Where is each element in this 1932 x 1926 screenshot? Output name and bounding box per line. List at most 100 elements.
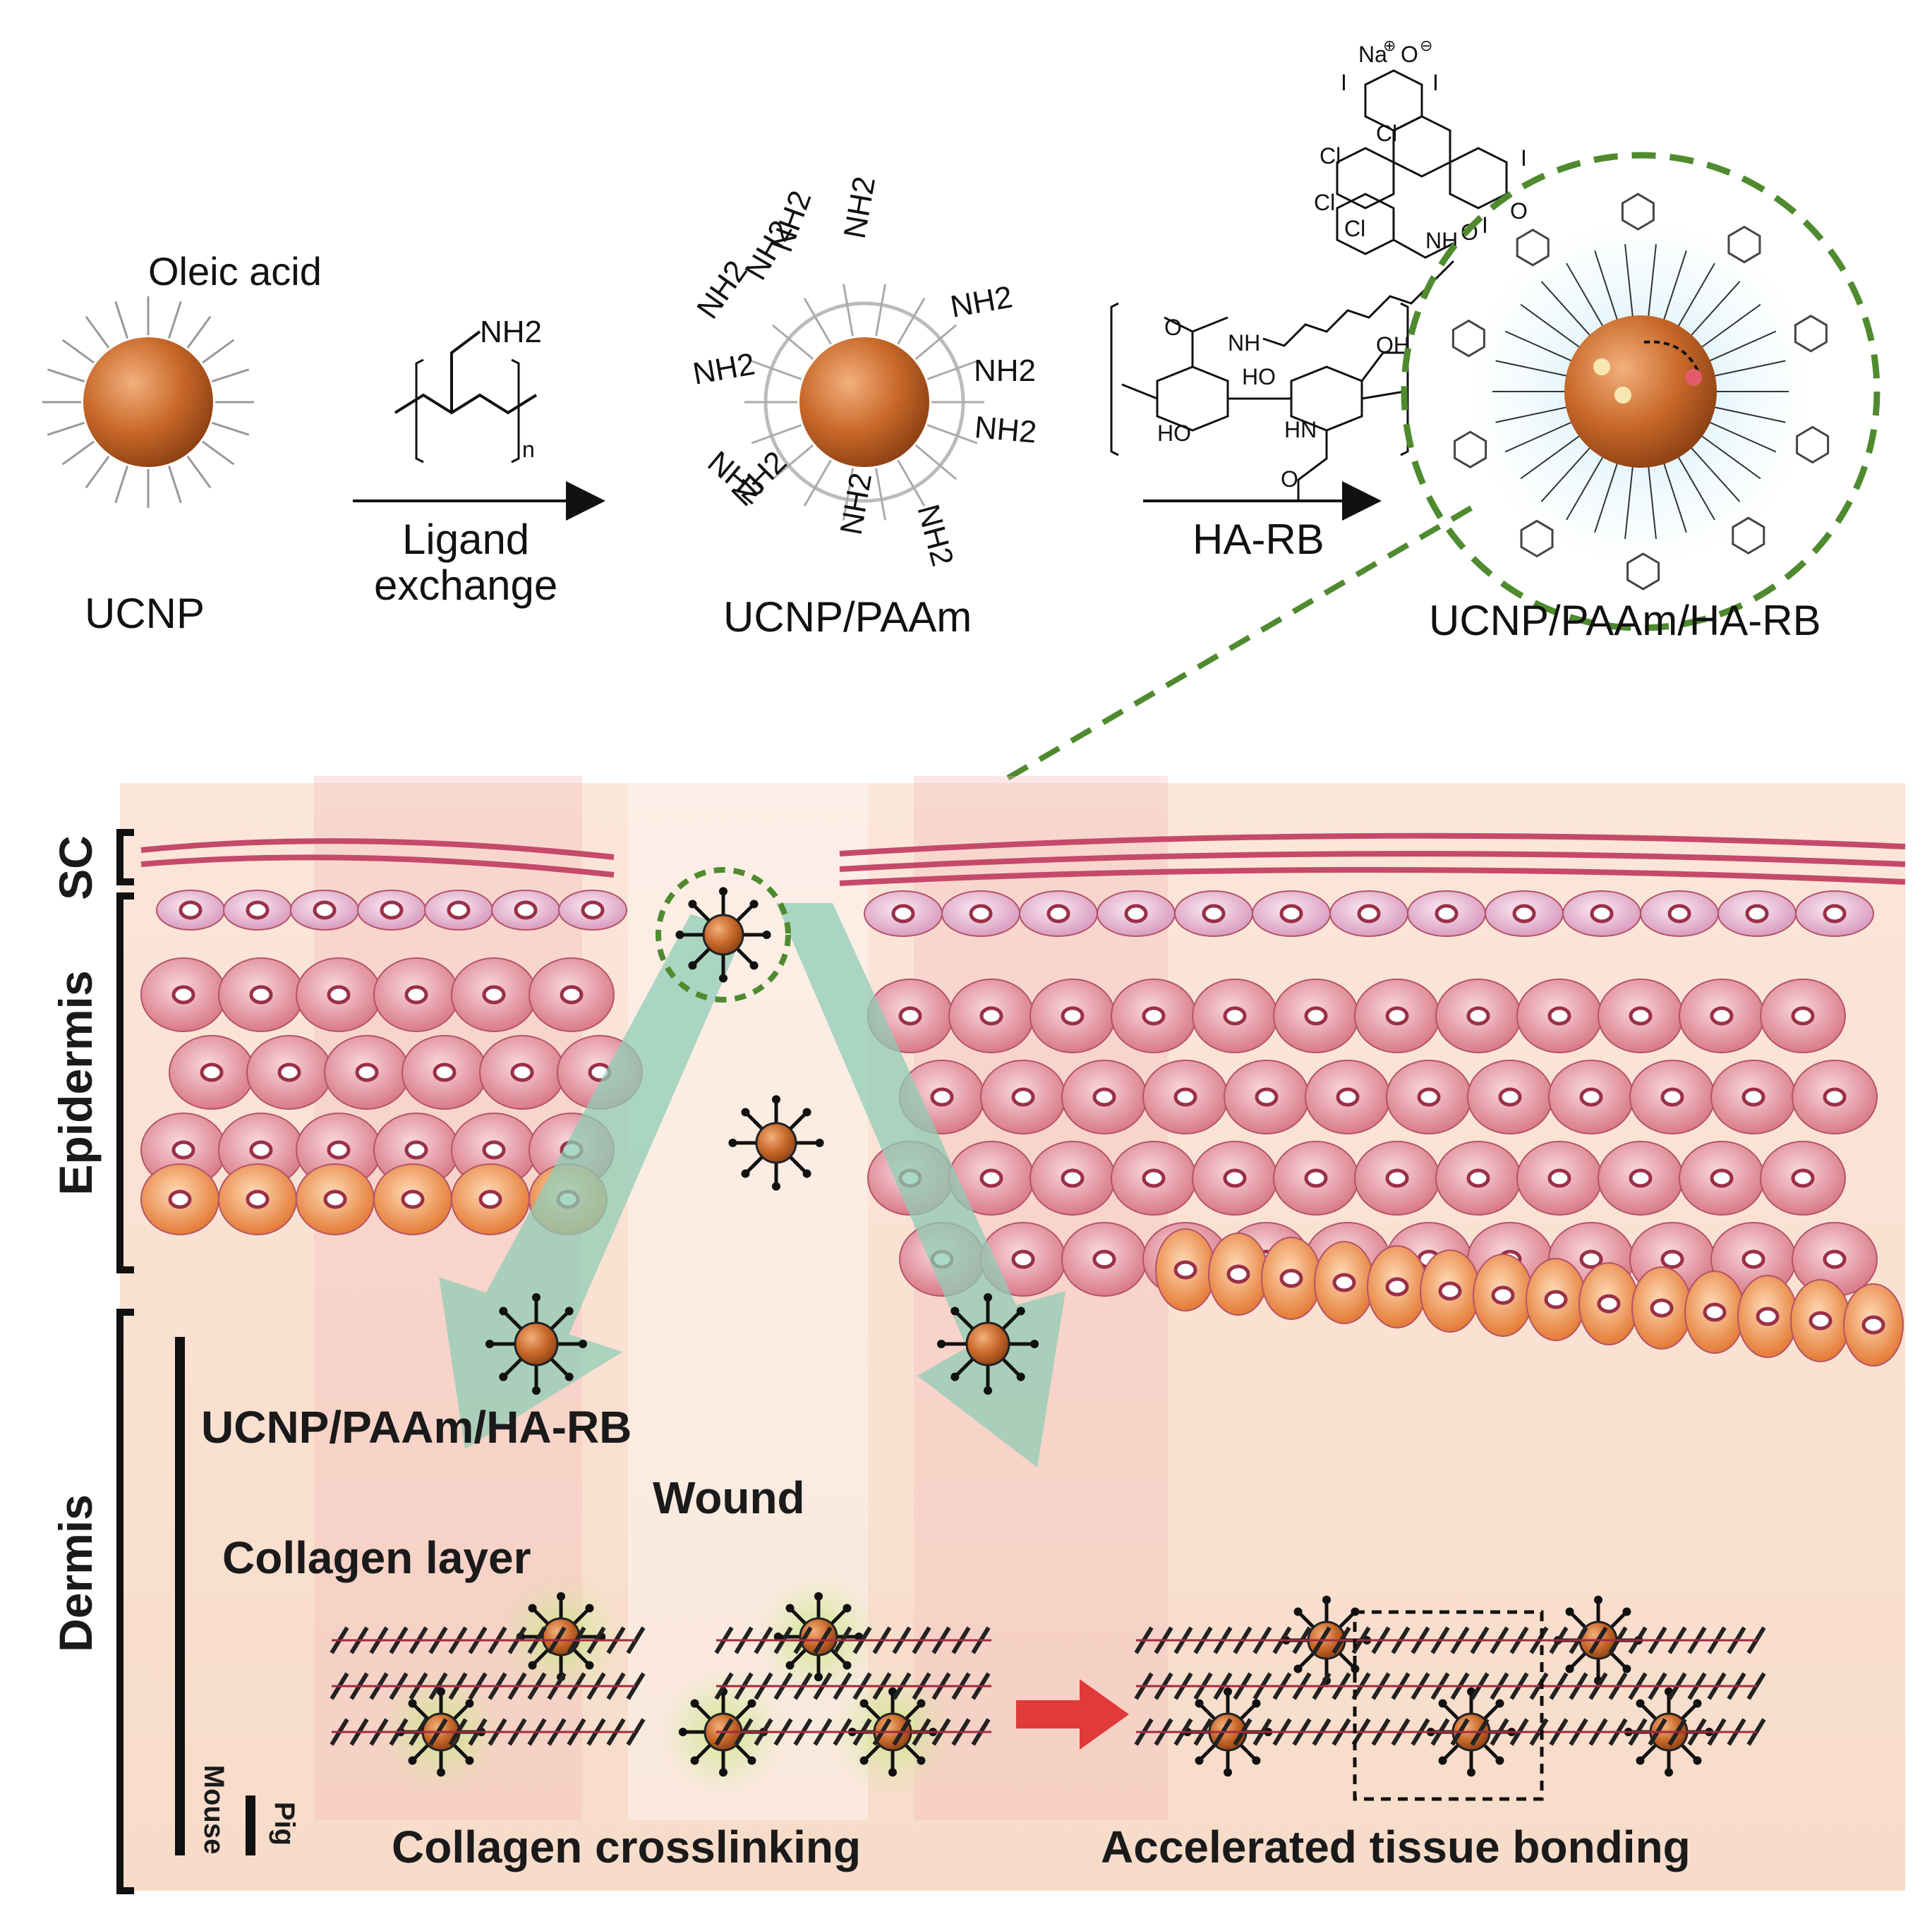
ligand-spike [904, 1703, 922, 1721]
ligand-tip [528, 1661, 537, 1670]
paam-chain [751, 360, 802, 380]
ligand-spike [789, 1156, 807, 1174]
epidermis-cells [140, 890, 1904, 1367]
ha-chain [1540, 440, 1597, 502]
cell-nucleus [1823, 1087, 1847, 1107]
synthesis-scheme: Oleic acid UCNP NH2 n Ligand exchange NH… [42, 37, 1880, 644]
cell-nucleus [1385, 1277, 1409, 1297]
particle-core [702, 914, 744, 956]
ha-chain [1673, 262, 1715, 334]
ha-o-label: O [1164, 315, 1182, 340]
collagen-crosslinking-label: Collagen crosslinking [392, 1822, 861, 1872]
ligand-tip [1195, 1699, 1204, 1708]
cell-nucleus [380, 900, 404, 920]
ucnp-paam-label: UCNP/PAAm [723, 593, 972, 641]
paam-chain [803, 459, 832, 507]
ligand-tip [1252, 1756, 1261, 1765]
ligand-tip [785, 1604, 795, 1613]
cell-nucleus [1547, 1168, 1571, 1188]
ligand-tip [1293, 1664, 1303, 1673]
cell-nucleus [510, 1062, 534, 1082]
ligand-spike [1298, 1611, 1315, 1629]
ligand-spike [692, 947, 711, 966]
cell-nucleus [401, 1189, 425, 1209]
ligand-tip [465, 1756, 474, 1765]
collagen-strand [626, 1626, 646, 1654]
paam-chain [926, 424, 978, 444]
ligand-tip [1438, 1756, 1447, 1765]
collagen-fibers [330, 1626, 1766, 1746]
cell-nucleus [898, 1006, 922, 1026]
ligand-tip [1252, 1699, 1261, 1708]
cell-nucleus [1650, 1298, 1674, 1318]
ligand-spike [1199, 1703, 1216, 1721]
collagen-strand [626, 1718, 646, 1746]
dermis-bracket [116, 1309, 134, 1894]
cell-nucleus [1011, 1087, 1035, 1107]
oleic-chain [85, 455, 110, 489]
rose-bengal-mark [1626, 552, 1660, 590]
ligand-spike [1239, 1703, 1257, 1721]
carbonyl-o-label-2: O [1510, 198, 1528, 224]
cell-nucleus [171, 1140, 195, 1160]
ligand-tip [408, 1699, 417, 1708]
ha-ho-label-2: HO [1157, 420, 1191, 446]
iodine-label-1: I [1341, 70, 1347, 95]
amine-label: NH2 [973, 410, 1038, 449]
ligand-tip [1622, 1607, 1631, 1616]
ligand-spike [1199, 1743, 1216, 1761]
rose-bengal-mark [1732, 516, 1765, 555]
ligand-tip [747, 1699, 756, 1708]
ligand-spike [452, 1743, 470, 1761]
ligand-spike [955, 1357, 974, 1377]
cell-nucleus [1061, 1168, 1085, 1188]
cell-nucleus [1667, 904, 1691, 923]
ligand-spike [1001, 1311, 1021, 1331]
ligand-spike [1338, 1652, 1356, 1669]
ha-rb-atom-labels: Na ⊕ O ⊖ I I I I Cl Cl Cl Cl NH O O NH O… [1157, 37, 1528, 492]
paam-chain [843, 284, 854, 337]
ligand-tip [749, 961, 759, 970]
ligand-tip [1351, 1664, 1360, 1673]
ligand-spike [1442, 1703, 1460, 1721]
ha-hn-label: HN [1284, 417, 1317, 442]
cell-nucleus [1124, 904, 1148, 923]
skin-wound-illustration: SC Epidermis Dermis Mouse Pig UCNP/PAAm/… [49, 776, 1906, 1894]
ha-chain [1594, 455, 1621, 533]
ligand-tip [1224, 1768, 1232, 1777]
ha-chain [1694, 430, 1761, 480]
ligand-tip [678, 1728, 687, 1736]
cell-nucleus [1823, 1249, 1847, 1269]
ha-chain [1495, 360, 1576, 379]
ligand-tip [408, 1756, 417, 1765]
ha-chain [1660, 250, 1687, 328]
ligand-tip [950, 1307, 960, 1316]
ligand-tip [499, 1372, 508, 1381]
rose-bengal-mark [1516, 229, 1550, 267]
cell-nucleus [1741, 1087, 1765, 1107]
ligand-tip [1016, 1307, 1025, 1316]
ligand-tip [1636, 1699, 1645, 1708]
cell-nucleus [1544, 1290, 1568, 1309]
cell-nucleus [1741, 1249, 1765, 1269]
ligand-spike [572, 1608, 590, 1625]
oleic-chain [186, 455, 212, 489]
bonding-dashed-box [1353, 1610, 1544, 1801]
iodine-label-3: I [1521, 145, 1527, 171]
ha-chain [1624, 244, 1635, 325]
nanoparticle [937, 1293, 1039, 1395]
ligand-tip [888, 1768, 897, 1777]
ha-chain [1646, 244, 1657, 325]
ligand-tip [1594, 1595, 1602, 1604]
paam-chain [897, 298, 926, 345]
ligand-tip [1636, 1756, 1645, 1765]
ligand-tip [741, 1169, 750, 1178]
ha-chain [1520, 303, 1587, 353]
ligand-tip [690, 1756, 699, 1765]
iodine-label-2: I [1432, 70, 1439, 95]
teal-arrow-left [439, 914, 744, 1449]
cell-nucleus [323, 1189, 347, 1209]
ha-chain [1694, 303, 1761, 353]
ligand-tip [719, 887, 727, 896]
ligand-tip [859, 1756, 869, 1765]
